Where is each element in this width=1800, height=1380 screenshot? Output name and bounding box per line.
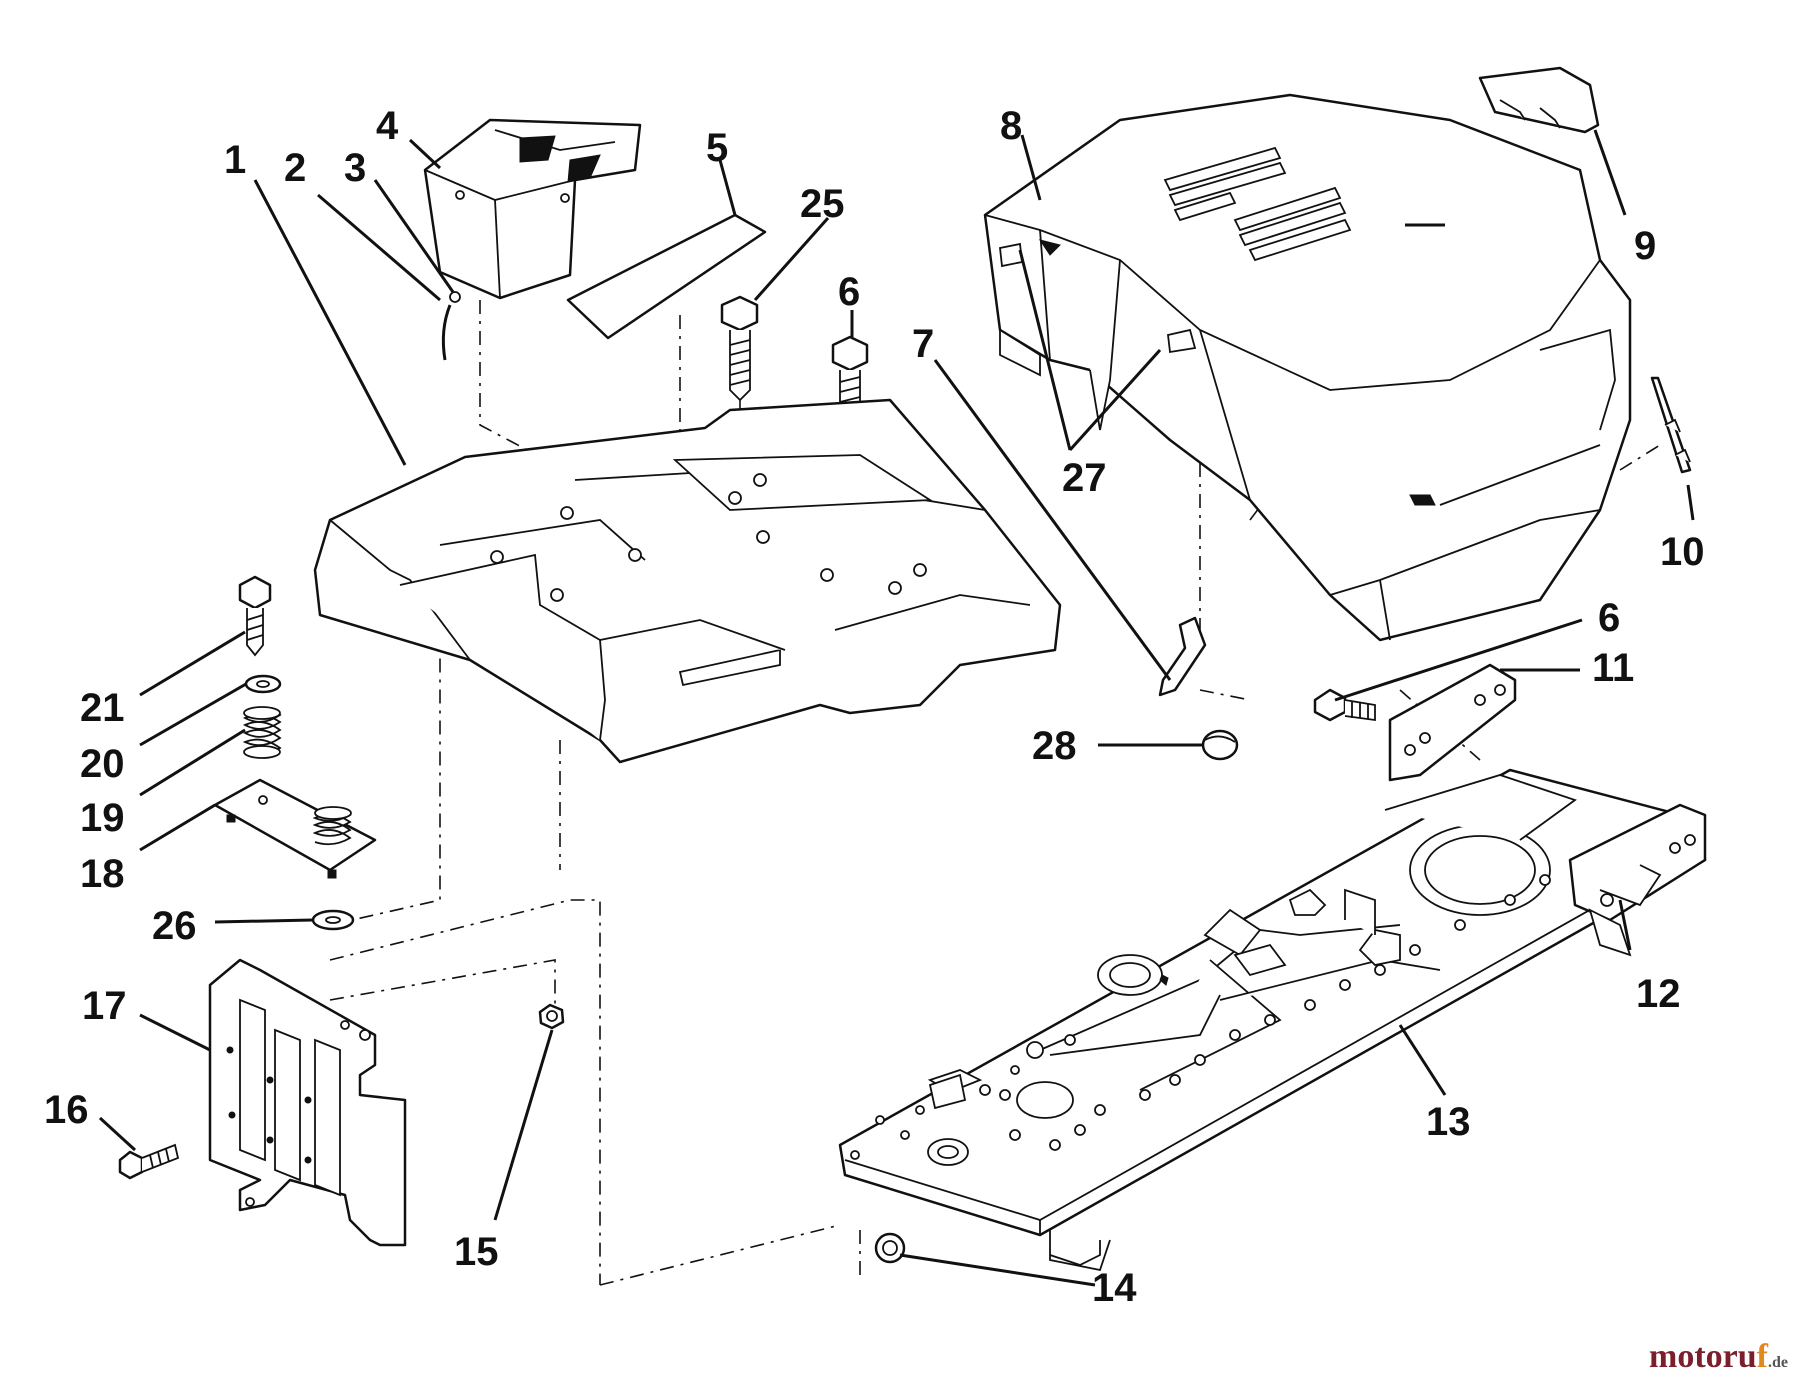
callout-25: 25 xyxy=(800,182,845,226)
leader-lines xyxy=(98,129,1695,1287)
side-bolt xyxy=(118,1143,180,1180)
nut-left xyxy=(538,1003,565,1030)
callout-7: 7 xyxy=(912,322,935,366)
callout-20: 20 xyxy=(80,742,125,786)
callout-17: 17 xyxy=(82,984,127,1028)
hood-clip xyxy=(1158,616,1207,697)
watermark-tld: .de xyxy=(1768,1354,1788,1371)
washer-upper xyxy=(244,674,282,694)
seat-spring xyxy=(242,706,282,759)
callout-16: 16 xyxy=(44,1088,89,1132)
callout-8: 8 xyxy=(1000,104,1023,148)
washer-lower xyxy=(311,909,355,931)
callout-3: 3 xyxy=(344,146,367,190)
callout-6-lower: 6 xyxy=(1598,596,1621,640)
side-plate xyxy=(208,958,407,1247)
battery-terminal xyxy=(441,291,461,361)
callout-6-upper: 6 xyxy=(838,270,861,314)
nut-lower xyxy=(874,1232,906,1264)
main-frame xyxy=(838,768,1707,1272)
battery-box xyxy=(423,118,642,300)
watermark-accent: f xyxy=(1756,1338,1768,1375)
long-bolt xyxy=(720,295,759,402)
callout-28: 28 xyxy=(1032,724,1077,768)
callout-27: 27 xyxy=(1062,456,1107,500)
hood xyxy=(983,93,1632,642)
seat-bolt xyxy=(238,575,272,657)
callout-15: 15 xyxy=(454,1230,499,1274)
callout-11: 11 xyxy=(1592,646,1635,690)
plug xyxy=(1201,729,1239,761)
fender-deck xyxy=(313,398,1062,764)
callout-12: 12 xyxy=(1636,972,1681,1016)
grille-plate xyxy=(1478,66,1600,134)
callout-26: 26 xyxy=(152,904,197,948)
callout-21: 21 xyxy=(80,686,125,730)
callout-10: 10 xyxy=(1660,530,1705,574)
callout-4: 4 xyxy=(376,104,399,148)
decal-plate xyxy=(566,213,767,340)
callout-1: 1 xyxy=(224,138,247,182)
callout-19: 19 xyxy=(80,796,125,840)
mounting-bracket xyxy=(1388,663,1517,782)
watermark-logo: motoruf.de xyxy=(1649,1340,1788,1374)
callout-14: 14 xyxy=(1092,1266,1137,1310)
callout-9: 9 xyxy=(1634,224,1657,268)
watermark-main: motoru xyxy=(1649,1338,1757,1375)
callout-18: 18 xyxy=(80,852,125,896)
bolt-lower xyxy=(1313,688,1376,722)
hood-bracket xyxy=(1650,376,1692,474)
callout-13: 13 xyxy=(1426,1100,1471,1144)
callout-5: 5 xyxy=(706,126,729,170)
seat-plate xyxy=(213,778,377,879)
callout-2: 2 xyxy=(284,146,307,190)
